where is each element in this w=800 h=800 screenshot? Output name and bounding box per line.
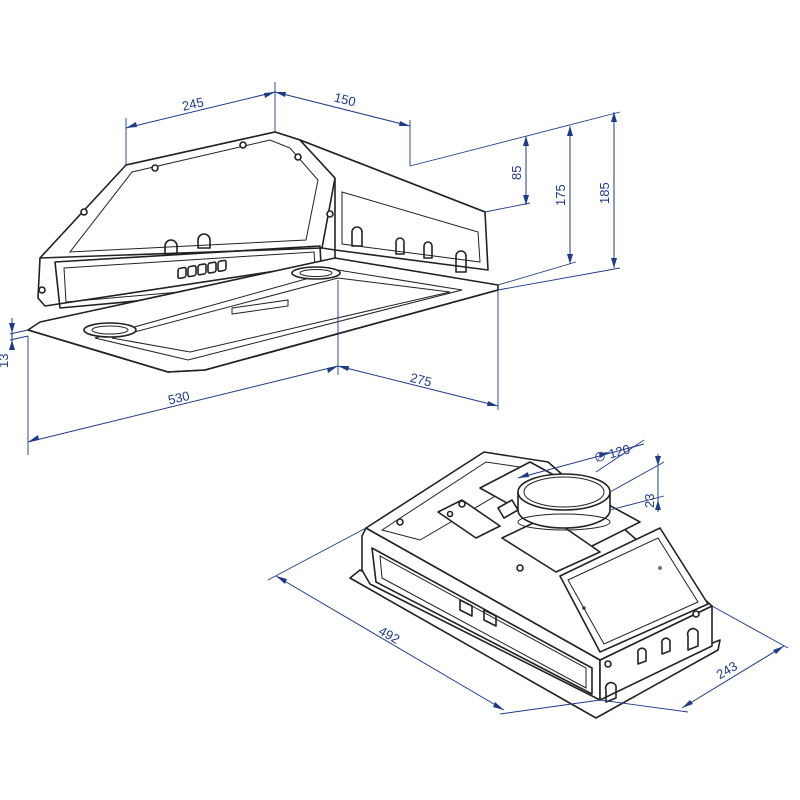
dim-label-275: 275 xyxy=(409,370,434,390)
dim-label-13: 13 xyxy=(0,354,11,368)
top-view-dimensions: 245 150 85 175 185 13 530 275 xyxy=(0,82,621,455)
dim-line-275 xyxy=(337,365,499,407)
dim-label-diameter-120: ∅ 120 xyxy=(593,441,632,465)
dim-label-530: 530 xyxy=(167,388,192,407)
dim-label-85: 85 xyxy=(509,166,524,180)
top-view-dimensions-lower: 492 243 ∅ 120 23 xyxy=(267,439,789,715)
dim-label-243: 243 xyxy=(714,658,740,682)
dim-line-245 xyxy=(125,91,276,129)
dim-line-120 xyxy=(517,443,645,479)
dim-label-492: 492 xyxy=(376,623,402,647)
dim-label-185: 185 xyxy=(597,182,612,204)
dim-label-23: 23 xyxy=(642,494,657,508)
dim-label-245: 245 xyxy=(181,94,206,113)
dim-label-150: 150 xyxy=(333,90,358,110)
hood-underside-view xyxy=(27,131,499,373)
dim-line-150 xyxy=(274,91,411,127)
dim-line-243 xyxy=(681,645,785,709)
dim-label-175: 175 xyxy=(553,184,568,206)
hood-top-view xyxy=(349,451,721,719)
dim-line-492 xyxy=(275,575,505,711)
dim-line-530 xyxy=(27,365,339,443)
